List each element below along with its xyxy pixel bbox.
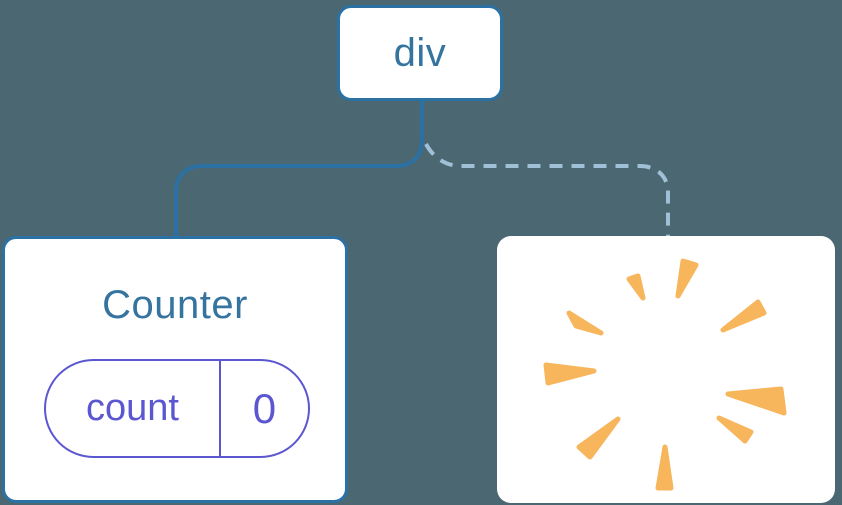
poof-ray bbox=[566, 310, 604, 336]
poof-ray bbox=[626, 273, 646, 301]
poof-ray bbox=[675, 258, 699, 299]
poof-burst-icon bbox=[543, 258, 787, 491]
poof-ray bbox=[720, 299, 767, 333]
state-key-label: count bbox=[85, 387, 179, 429]
poof-ray bbox=[543, 362, 597, 386]
poof-ray bbox=[655, 444, 674, 491]
counter-title: Counter bbox=[102, 283, 248, 327]
root-node-label: div bbox=[393, 30, 447, 75]
poof-ray bbox=[576, 416, 621, 460]
state-value: 0 bbox=[218, 361, 308, 456]
poof-ray bbox=[716, 415, 754, 444]
dashed-connector bbox=[424, 142, 670, 236]
removed-component-card bbox=[497, 236, 835, 503]
counter-component-card: Counter count 0 bbox=[2, 236, 348, 503]
state-pill: count 0 bbox=[44, 359, 310, 458]
solid-connector bbox=[174, 101, 424, 236]
poof-ray bbox=[725, 386, 787, 416]
root-node-div: div bbox=[337, 5, 503, 101]
